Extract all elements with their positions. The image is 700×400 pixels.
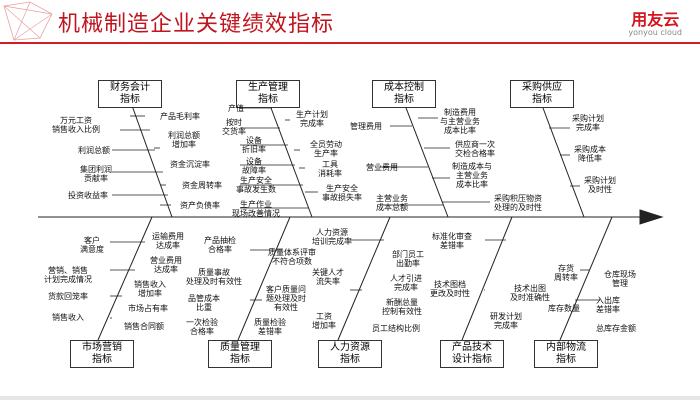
kpi-label: 资产负债率 — [180, 201, 220, 210]
brand-subtitle: yonyou cloud — [628, 28, 682, 37]
kpi-label: 设备 折旧率 — [242, 136, 266, 154]
category-hr-label: 人力资源 指标 — [330, 342, 370, 365]
kpi-label: 资金沉淀率 — [170, 160, 210, 169]
category-hr: 人力资源 指标 — [318, 340, 382, 368]
kpi-label: 采购计划 及时性 — [584, 176, 616, 194]
bone-marketing — [97, 216, 153, 341]
kpi-label: 库存数量 — [548, 304, 580, 313]
kpi-label: 总库存金额 — [596, 324, 636, 333]
kpi-label: 全员劳动 生产率 — [310, 140, 342, 158]
kpi-label: 利润总额 增加率 — [168, 131, 200, 149]
kpi-label: 采购计划 完成率 — [572, 114, 604, 132]
category-marketing-label: 市场营销 指标 — [82, 342, 122, 365]
kpi-label: 客户 满意度 — [80, 236, 104, 254]
kpi-label: 质量事故 处理及时有效性 — [186, 268, 242, 286]
kpi-label: 营销、销售 计划完成情况 — [44, 266, 92, 284]
kpi-label: 产品毛利率 — [160, 112, 200, 121]
kpi-label: 关键人才 流失率 — [312, 268, 344, 286]
kpi-label: 仓库现场 管理 — [604, 270, 636, 288]
kpi-label: 存货 周转率 — [554, 264, 578, 282]
spine-arrowhead — [639, 209, 664, 225]
kpi-label: 生产计划 完成率 — [296, 110, 328, 128]
kpi-label: 质量体系评审 不符合项数 — [268, 248, 316, 266]
kpi-label: 万元工资 销售收入比例 — [52, 116, 100, 134]
title-divider — [0, 42, 700, 44]
kpi-label: 工资 增加率 — [312, 312, 336, 330]
kpi-label: 运输费用 达成率 — [152, 232, 184, 250]
kpi-label: 部门员工 出勤率 — [392, 250, 424, 268]
category-procurement-label: 采购供应 指标 — [522, 82, 562, 105]
bone-procurement — [539, 99, 585, 218]
category-quality: 质量管理 指标 — [208, 340, 272, 368]
kpi-label: 销售收入 — [52, 313, 84, 322]
kpi-label: 研发计划 完成率 — [490, 312, 522, 330]
bone-cost — [402, 99, 449, 218]
kpi-label: 市场占有率 — [128, 304, 168, 313]
kpi-label: 投资收益率 — [68, 191, 108, 200]
kpi-label: 按时 交货率 — [222, 118, 246, 136]
bone-tech — [461, 216, 513, 341]
kpi-label: 利润总额 — [78, 146, 110, 155]
category-tech: 产品技术 设计指标 — [440, 340, 504, 368]
network-logo-icon — [3, 1, 53, 41]
kpi-label: 主营业务 成本总额 — [376, 194, 408, 212]
category-logistics: 内部物流 指标 — [534, 340, 598, 368]
kpi-label: 人力资源 培训完成率 — [312, 228, 352, 246]
kpi-label: 销售合同额 — [124, 322, 164, 331]
bone-hr — [337, 216, 391, 341]
category-cost-label: 成本控制 指标 — [384, 82, 424, 105]
category-procurement: 采购供应 指标 — [510, 80, 574, 108]
kpi-label: 采购积压物资 处理的及时性 — [494, 194, 542, 212]
page-title: 机械制造企业关键绩效指标 — [58, 12, 335, 37]
bone-production — [267, 99, 313, 218]
kpi-label: 员工结构比例 — [372, 324, 420, 333]
kpi-label: 生产作业 现场改善情况 — [232, 200, 280, 218]
kpi-label: 产值 — [228, 104, 244, 113]
category-finance-label: 财务会计 指标 — [110, 82, 150, 105]
kpi-label: 客户质量问 题处理及时 有效性 — [266, 285, 306, 312]
kpi-label: 人才引进 完成率 — [390, 274, 422, 292]
kpi-label: 生产安全 事故损失率 — [322, 184, 362, 202]
kpi-label: 生产安全 事故发生数 — [236, 176, 276, 194]
kpi-label: 技术图档 更改及时性 — [430, 280, 470, 298]
kpi-label: 销售收入 增加率 — [134, 280, 166, 298]
bone-logistics — [559, 216, 613, 341]
footer-bar — [0, 396, 700, 400]
kpi-label: 品管成本 比重 — [188, 294, 220, 312]
kpi-label: 设备 故障率 — [242, 157, 266, 175]
kpi-label: 产品抽检 合格率 — [204, 236, 236, 254]
kpi-label: 制造费用 与主营业务 成本比率 — [440, 108, 480, 135]
kpi-label: 管理费用 — [350, 122, 382, 131]
kpi-label: 入出库 差错率 — [596, 296, 620, 314]
brand-name: 用友云 — [631, 10, 680, 29]
category-quality-label: 质量管理 指标 — [220, 342, 260, 365]
category-logistics-label: 内部物流 指标 — [546, 342, 586, 365]
bone-finance — [129, 99, 173, 218]
category-production: 生产管理 指标 — [236, 80, 300, 108]
kpi-label: 标准化审查 差错率 — [432, 232, 472, 250]
kpi-label: 资金周转率 — [182, 181, 222, 190]
kpi-label: 集团利润 贡献率 — [80, 165, 112, 183]
kpi-label: 采购成本 降低率 — [574, 145, 606, 163]
kpi-label: 货款回笼率 — [48, 292, 88, 301]
kpi-label: 供应商一次 交检合格率 — [455, 140, 495, 158]
kpi-label: 工具 消耗率 — [318, 160, 342, 178]
kpi-label: 营业费用 — [366, 163, 398, 172]
kpi-label: 制造成本与 主营业务 成本比率 — [452, 162, 492, 189]
category-marketing: 市场营销 指标 — [70, 340, 134, 368]
branch-arrows — [110, 107, 600, 319]
brand-logo: 用友云 yonyou cloud — [628, 6, 682, 37]
category-cost: 成本控制 指标 — [372, 80, 436, 108]
kpi-label: 一次检验 合格率 — [186, 318, 218, 336]
bone-quality — [237, 216, 291, 341]
category-production-label: 生产管理 指标 — [248, 82, 288, 105]
category-finance: 财务会计 指标 — [98, 80, 162, 108]
kpi-label: 新酬总量 控制有效性 — [382, 298, 422, 316]
kpi-label: 营业费用 达成率 — [150, 256, 182, 274]
kpi-label: 技术出图 及时准确性 — [510, 284, 550, 302]
kpi-label: 质量检验 差错率 — [254, 318, 286, 336]
category-tech-label: 产品技术 设计指标 — [452, 342, 492, 365]
